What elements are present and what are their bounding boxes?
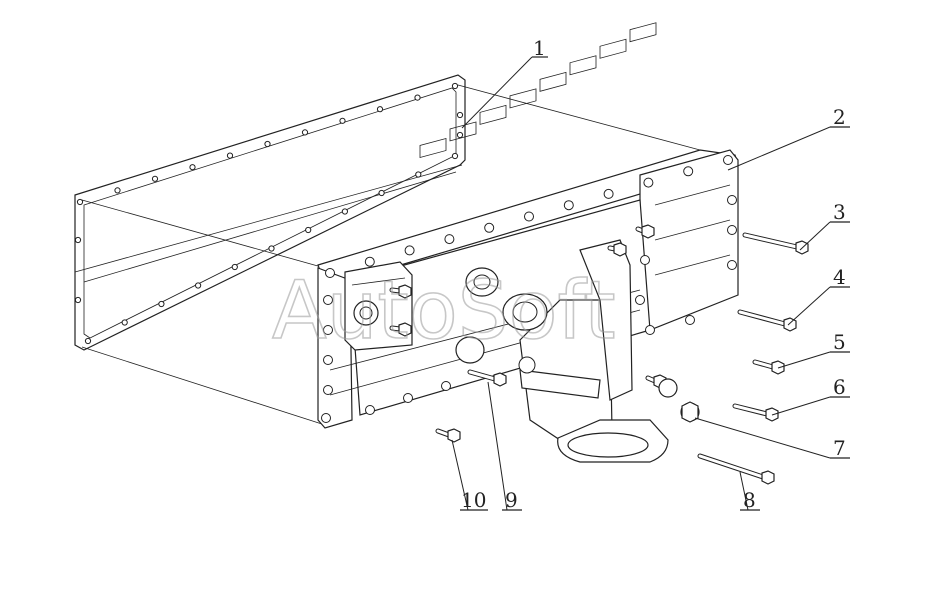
callout-5: 5 — [833, 330, 846, 354]
gasket-bolt-hole — [451, 152, 459, 160]
pan-bolt-hole — [323, 385, 333, 395]
pan-rib — [599, 38, 627, 59]
callout-4: 4 — [833, 265, 846, 289]
callout-7: 7 — [833, 436, 846, 460]
pan-bolt-hole — [321, 413, 331, 423]
gasket-bolt-hole — [301, 129, 309, 136]
oil-pan — [317, 22, 739, 429]
gasket-bolt-hole — [305, 226, 312, 234]
gasket-bolt-hole — [268, 245, 275, 252]
gasket-bolt-hole — [376, 106, 384, 113]
drain-plug — [658, 378, 700, 423]
bolts — [389, 224, 809, 485]
pan-bolt-hole — [441, 381, 451, 391]
bolt-8 — [697, 453, 775, 485]
gasket-bolt-hole — [121, 319, 128, 326]
callout-2: 2 — [833, 105, 846, 129]
oil-pan-gasket — [74, 74, 466, 351]
pan-bolt-hole — [484, 222, 495, 233]
pan-rib — [539, 71, 567, 92]
pan-bolt-hole — [603, 188, 614, 199]
gasket-bolt-hole — [264, 140, 271, 148]
pan-bolt-hole — [323, 295, 333, 305]
pan-bolt-hole — [727, 260, 737, 270]
callout-labels: 1 2 3 4 5 6 7 8 9 10 — [461, 36, 846, 512]
gasket-bolt-hole — [84, 337, 92, 345]
pan-bolt-hole — [635, 295, 645, 305]
callout-3: 3 — [833, 200, 846, 224]
gasket-bolt-hole — [76, 198, 84, 206]
gasket-bolt-hole — [451, 82, 459, 90]
gasket-bolt-hole — [339, 117, 346, 124]
callout-6: 6 — [833, 375, 846, 399]
pan-bolt-hole — [365, 405, 375, 415]
pan-bolt-hole — [563, 200, 574, 211]
projection-lines — [81, 84, 701, 426]
bolt-pan-corner — [635, 224, 655, 239]
pan-bolt-hole — [403, 393, 413, 403]
gasket-bolt-hole — [231, 263, 238, 271]
pan-rib — [569, 55, 597, 76]
gasket-bolt-hole — [74, 296, 82, 304]
pan-bolt-hole — [325, 268, 335, 278]
bolt-lower-left — [389, 322, 412, 337]
pan-bolt-hole — [727, 225, 737, 235]
pan-bolt-hole — [685, 315, 695, 325]
gasket-bolt-hole — [415, 171, 422, 178]
bolt-pump-top — [607, 242, 627, 257]
pan-rib — [509, 88, 537, 109]
pan-bolt-hole — [640, 255, 650, 265]
pan-rib — [629, 22, 657, 43]
pan-bolt-hole — [643, 177, 654, 188]
gasket-bolt-hole — [456, 111, 464, 119]
pan-bolt-hole — [323, 355, 333, 365]
bolt-9 — [467, 369, 507, 387]
pan-bolt-hole — [683, 166, 694, 177]
callout-9: 9 — [505, 488, 518, 512]
callout-1: 1 — [533, 36, 546, 60]
pan-rib — [449, 121, 477, 142]
pan-bolt-hole — [524, 211, 534, 222]
pan-bolt-hole — [323, 325, 333, 335]
bolt-upper-left — [389, 284, 412, 299]
gasket-bolt-hole — [195, 282, 202, 289]
pan-bolt-hole — [723, 155, 733, 165]
gasket-bolt-hole — [456, 131, 464, 139]
pan-bolt-hole — [404, 245, 415, 256]
bolt-6 — [732, 403, 779, 422]
callout-8: 8 — [743, 488, 756, 512]
pan-bolt-hole — [645, 325, 655, 335]
gasket-bolt-hole — [414, 94, 421, 101]
gasket-bolt-hole — [151, 175, 159, 182]
gasket-bolt-hole — [158, 300, 165, 308]
bolt-10 — [435, 428, 461, 443]
gasket-bolt-hole — [114, 187, 121, 194]
gasket-bolt-hole — [341, 208, 348, 215]
pan-rib — [479, 104, 507, 125]
gasket-bolt-hole — [74, 236, 82, 244]
pan-bolt-hole — [364, 256, 375, 267]
gasket-bolt-hole — [226, 152, 234, 159]
callout-10: 10 — [461, 488, 486, 512]
bolt-4 — [737, 309, 797, 332]
callout-leaders — [451, 56, 850, 511]
bolt-5 — [752, 359, 785, 375]
gasket-bolt-hole — [189, 164, 196, 171]
pan-bolt-hole — [727, 195, 737, 205]
watermark: AutoSoft — [272, 264, 616, 357]
oil-pump-pickup — [455, 239, 669, 463]
pan-bolt-hole — [444, 234, 455, 245]
gasket-bolt-hole — [378, 189, 385, 197]
pan-rib — [419, 137, 447, 158]
bolt-3 — [742, 232, 809, 255]
